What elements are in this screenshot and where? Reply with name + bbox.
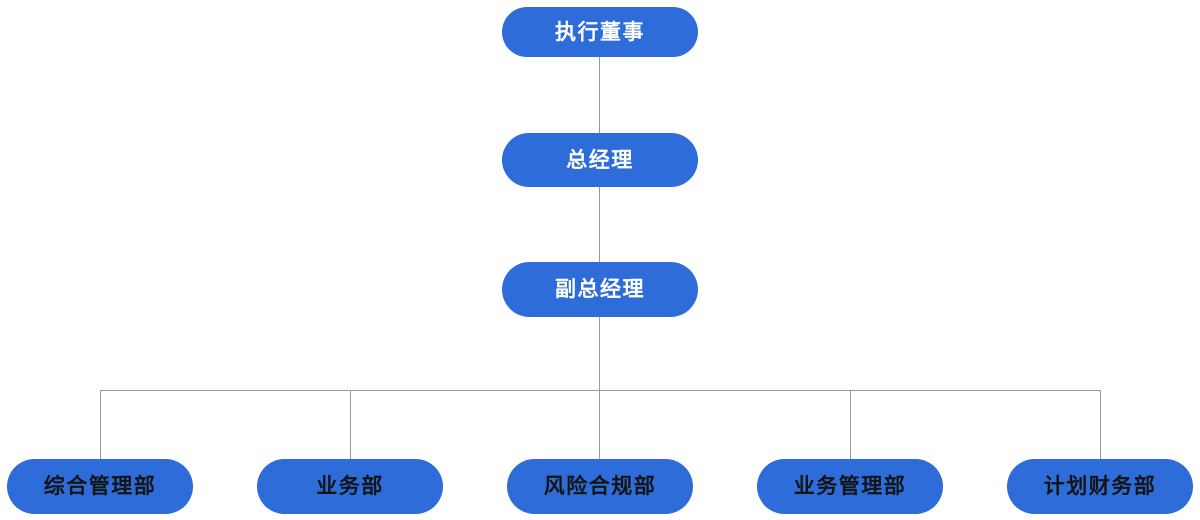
node-deputy-general-manager-label: 副总经理 [555,278,645,301]
node-dept-planning-finance-label: 计划财务部 [1043,475,1157,498]
node-executive-director-label: 执行董事 [555,20,645,44]
connector-drop-dept-2 [350,390,351,459]
node-general-manager-label: 总经理 [566,148,634,172]
node-dept-risk-compliance-label: 风险合规部 [543,475,657,498]
node-dept-business[interactable]: 业务部 [257,459,443,514]
connector-deputy-to-depts [599,317,600,459]
connector-drop-dept-4 [850,390,851,459]
node-deputy-general-manager[interactable]: 副总经理 [502,262,698,317]
connector-department-rail [100,390,1100,391]
node-dept-business-management-label: 业务管理部 [793,475,907,498]
node-general-manager[interactable]: 总经理 [502,133,698,187]
node-executive-director[interactable]: 执行董事 [502,7,698,57]
node-dept-risk-compliance[interactable]: 风险合规部 [507,459,693,514]
node-dept-business-label: 业务部 [316,475,384,498]
connector-drop-dept-1 [100,390,101,459]
node-dept-comprehensive-management-label: 综合管理部 [43,475,157,498]
connector-drop-dept-5 [1100,390,1101,459]
connector-exec-to-gm [599,57,600,133]
node-dept-comprehensive-management[interactable]: 综合管理部 [7,459,193,514]
node-dept-planning-finance[interactable]: 计划财务部 [1007,459,1193,514]
connector-gm-to-deputy [599,187,600,262]
node-dept-business-management[interactable]: 业务管理部 [757,459,943,514]
